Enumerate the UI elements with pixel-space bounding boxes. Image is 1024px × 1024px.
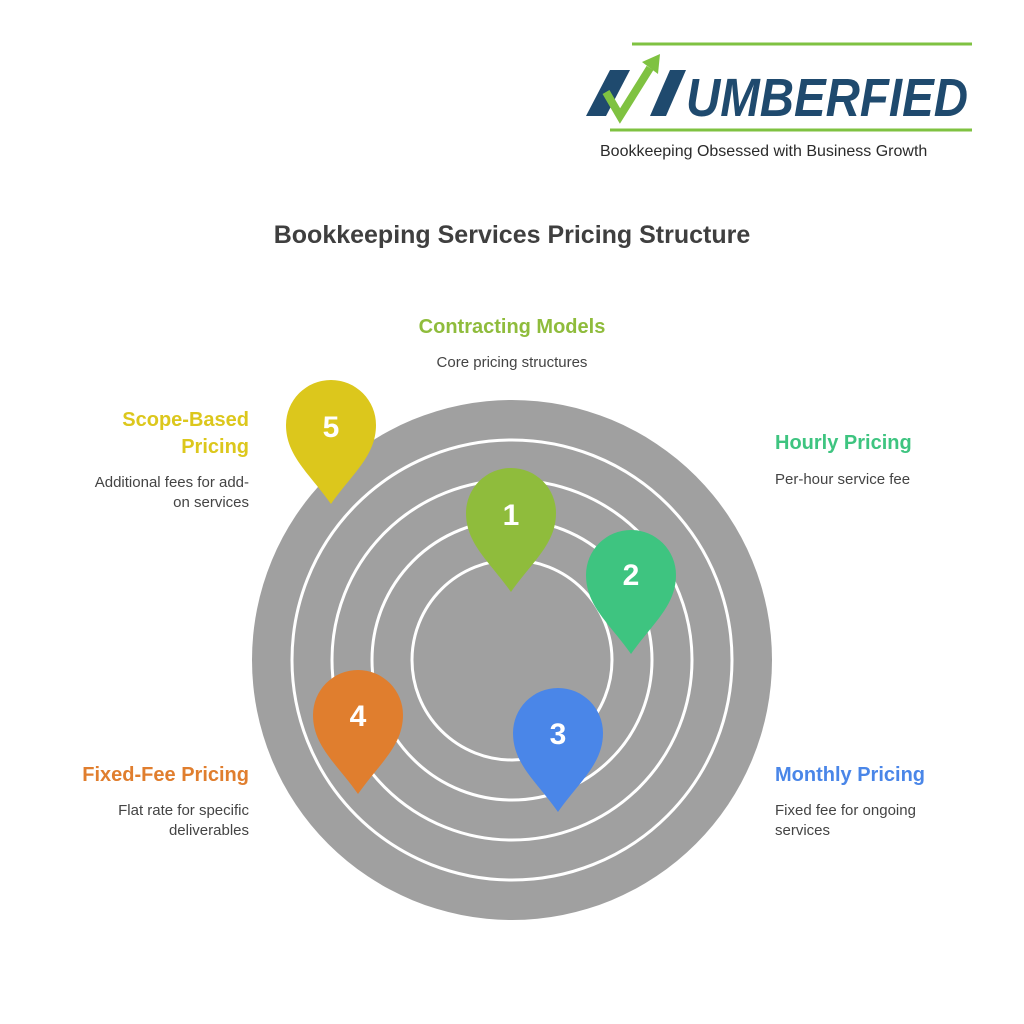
page-title: Bookkeeping Services Pricing Structure [273,221,751,249]
pin-3-marker-icon [513,688,603,812]
pin-3-number: 3 [550,718,567,751]
hourly-pricing-title: Hourly Pricing [775,432,912,454]
fixed-fee-description-line2: deliverables [168,822,249,839]
pin-4: 4 [313,670,403,794]
monthly-pricing-description-line2: services [775,822,831,839]
logo-growth-arrow-icon [602,65,654,124]
pin-5: 5 [286,380,376,504]
ring-2 [370,518,654,802]
ring-3 [330,478,694,842]
scope-based-title: Scope-Based Pricing [40,407,249,461]
center-description: Core pricing structures [436,354,588,371]
monthly-pricing-title: Monthly Pricing [775,764,925,786]
pin-3: 3 [513,688,603,812]
hourly-pricing-description: Per-hour service fee [775,471,911,488]
pin-4-marker-icon [313,670,403,794]
pin-2-number: 2 [623,559,640,592]
pin-4-number: 4 [350,700,367,733]
outer-disc [252,400,772,920]
scope-based-title-line1: Scope-Based [122,409,249,431]
pin-2: 2 [586,530,676,654]
fixed-fee-title: Fixed-Fee Pricing [82,764,249,786]
logo-tagline: Bookkeeping Obsessed with Business Growt… [600,143,928,160]
scope-based-description: Additional fees for add- on services [40,473,249,513]
scope-based-description-line1: Additional fees for add- [94,474,249,491]
scope-based-description-line2: on services [173,494,249,511]
scope-based-title-line2: Pricing [181,436,249,458]
pin-5-marker-icon [286,380,376,504]
logo-wordmark: UMBERFIED [686,68,968,128]
pin-5-number: 5 [323,411,340,444]
ring-1 [410,558,614,762]
numberfied-logo: UMBERFIED [584,40,976,136]
center-title: Contracting Models [418,316,606,338]
monthly-pricing-description: Fixed fee for ongoing services [775,801,995,841]
logo-graphic: UMBERFIED [586,42,972,132]
fixed-fee-description: Flat rate for specific deliverables [40,801,249,841]
logo-n-right-stroke [650,70,686,116]
pin-2-marker-icon [586,530,676,654]
logo-arrow-head-icon [642,54,660,74]
pin-1: 1 [466,468,556,592]
monthly-pricing-description-line1: Fixed fee for ongoing [775,802,916,819]
fixed-fee-description-line1: Flat rate for specific [118,802,249,819]
pin-1-marker-icon [466,468,556,592]
pin-1-number: 1 [503,499,520,532]
ring-4 [290,438,734,882]
